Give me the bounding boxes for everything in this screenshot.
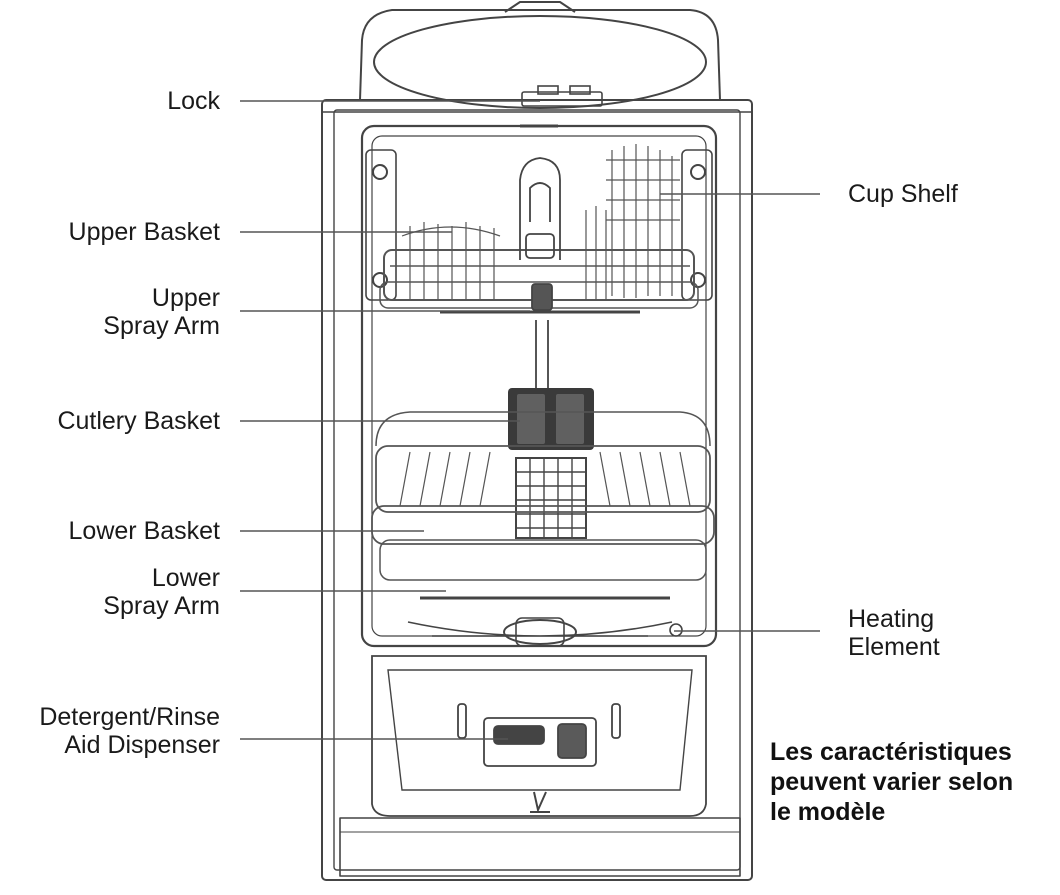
label-upper-spray-arm: Upper Spray Arm: [103, 284, 220, 340]
label-lower-spray-arm-line-2: Spray Arm: [103, 592, 220, 620]
label-lower-basket: Lower Basket: [68, 517, 220, 545]
lower-spray-arm-drawing: [407, 596, 683, 647]
label-lower-spray-arm: Lower Spray Arm: [103, 564, 220, 620]
label-dispenser-line-2: Aid Dispenser: [64, 731, 220, 759]
label-heating-element-line-2: Element: [848, 633, 940, 661]
lock-mechanism: [520, 85, 603, 128]
label-upper-basket: Upper Basket: [68, 218, 220, 246]
upper-spray-arm-drawing: [440, 157, 640, 390]
label-lower-spray-arm-line-1: Lower: [151, 564, 220, 592]
lower-basket-drawing: [371, 411, 715, 581]
label-heating-element-line-1: Heating: [848, 605, 935, 633]
label-lock: Lock: [167, 87, 220, 115]
note-line-2: peuvent varier selon: [770, 768, 1014, 796]
note-line-1: Les caractéristiques: [770, 738, 1012, 766]
label-dispenser-line-1: Detergent/Rinse: [39, 703, 220, 731]
note-line-3: le modèle: [770, 798, 886, 826]
label-heating-element: Heating Element: [848, 605, 940, 661]
door-panel-drawing: [371, 655, 707, 817]
label-cup-shelf: Cup Shelf: [848, 180, 958, 208]
label-upper-spray-arm-line-1: Upper: [151, 284, 220, 312]
label-upper-spray-arm-line-2: Spray Arm: [103, 312, 220, 340]
label-cutlery-basket: Cutlery Basket: [57, 407, 220, 435]
model-variation-note: Les caractéristiques peuvent varier selo…: [770, 737, 1013, 827]
label-dispenser: Detergent/Rinse Aid Dispenser: [39, 703, 220, 759]
leader-lines: [240, 100, 820, 740]
cutlery-basket-drawing: [508, 388, 594, 539]
